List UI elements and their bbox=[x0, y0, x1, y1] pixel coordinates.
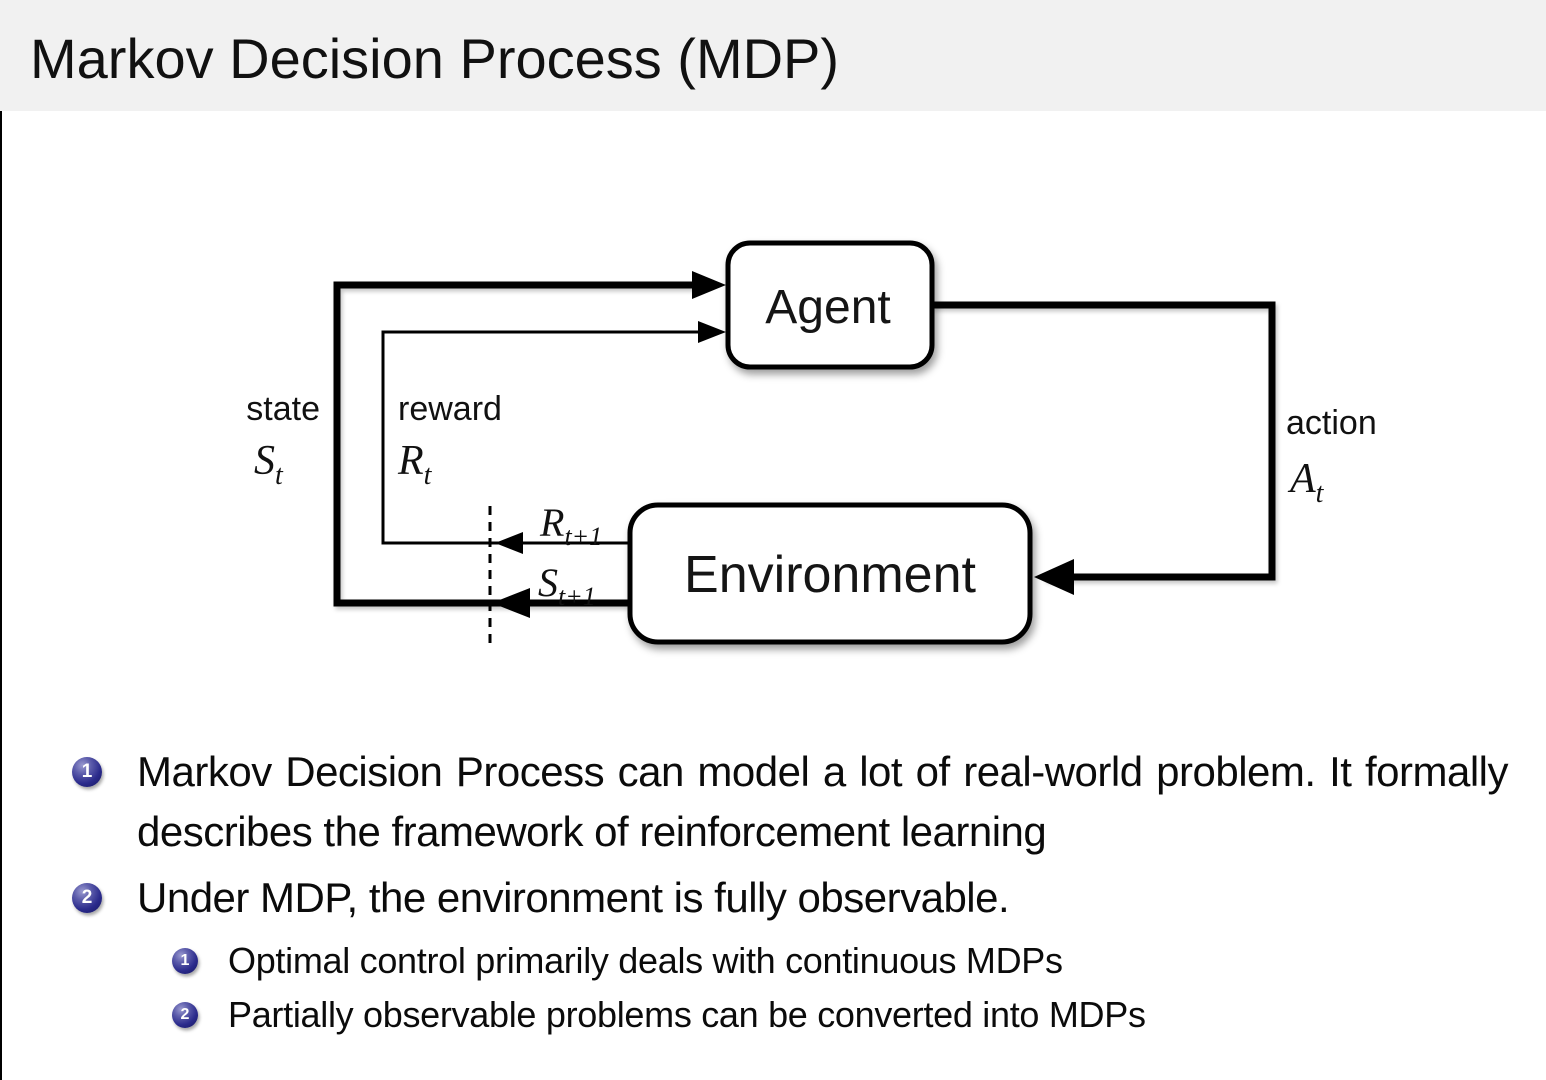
next-state-arrowhead bbox=[492, 588, 530, 618]
reward-word-label: reward bbox=[398, 390, 502, 428]
action-word-label: action bbox=[1286, 404, 1377, 442]
sub-bullet-1-text: Optimal control primarily deals with con… bbox=[228, 940, 1063, 981]
next-state-symbol: St+1 bbox=[538, 560, 596, 611]
bullet-2-marker-ball: 2 bbox=[72, 883, 102, 913]
slide-title: Markov Decision Process (MDP) bbox=[30, 27, 840, 90]
bullet-1-marker-ball: 1 bbox=[72, 757, 102, 787]
bullet-item-1: 1 Markov Decision Process can model a lo… bbox=[72, 742, 1509, 862]
state-symbol: St bbox=[254, 438, 284, 491]
state-to-agent-arrowhead bbox=[692, 271, 726, 299]
slide-left-border bbox=[0, 0, 2, 1080]
sub-bullet-item-2: 2 Partially observable problems can be c… bbox=[172, 988, 1508, 1042]
agent-box-label: Agent bbox=[765, 281, 890, 334]
sub-bullet-2-marker-ball: 2 bbox=[172, 1002, 198, 1028]
bullet-item-2: 2 Under MDP, the environment is fully ob… bbox=[72, 868, 1508, 928]
bullet-1-text: Markov Decision Process can model a lot … bbox=[137, 748, 1509, 855]
sub-bullet-item-1: 1 Optimal control primarily deals with c… bbox=[172, 934, 1508, 988]
sub-bullet-1-marker-ball: 1 bbox=[172, 948, 198, 974]
bullet-2-text: Under MDP, the environment is fully obse… bbox=[137, 874, 1010, 921]
environment-box-label: Environment bbox=[684, 546, 976, 604]
agent-box bbox=[725, 240, 935, 370]
state-word-label: state bbox=[246, 390, 320, 428]
next-reward-arrowhead bbox=[495, 532, 523, 554]
action-to-environment-arrowhead bbox=[1034, 559, 1074, 595]
state-loop-line bbox=[333, 281, 698, 607]
reward-symbol: Rt bbox=[397, 438, 433, 491]
mdp-diagram: Agent Environment state St reward Rt act… bbox=[246, 240, 1377, 648]
action-symbol: At bbox=[1287, 456, 1325, 509]
reward-to-agent-arrowhead bbox=[698, 321, 726, 343]
next-reward-symbol: Rt+1 bbox=[539, 500, 602, 551]
slide-header: Markov Decision Process (MDP) bbox=[0, 0, 1546, 111]
bullet-list: 1 Markov Decision Process can model a lo… bbox=[68, 742, 1509, 1042]
action-loop-line bbox=[932, 301, 1276, 581]
sub-bullet-2-text: Partially observable problems can be con… bbox=[228, 994, 1146, 1035]
environment-box bbox=[627, 502, 1033, 645]
